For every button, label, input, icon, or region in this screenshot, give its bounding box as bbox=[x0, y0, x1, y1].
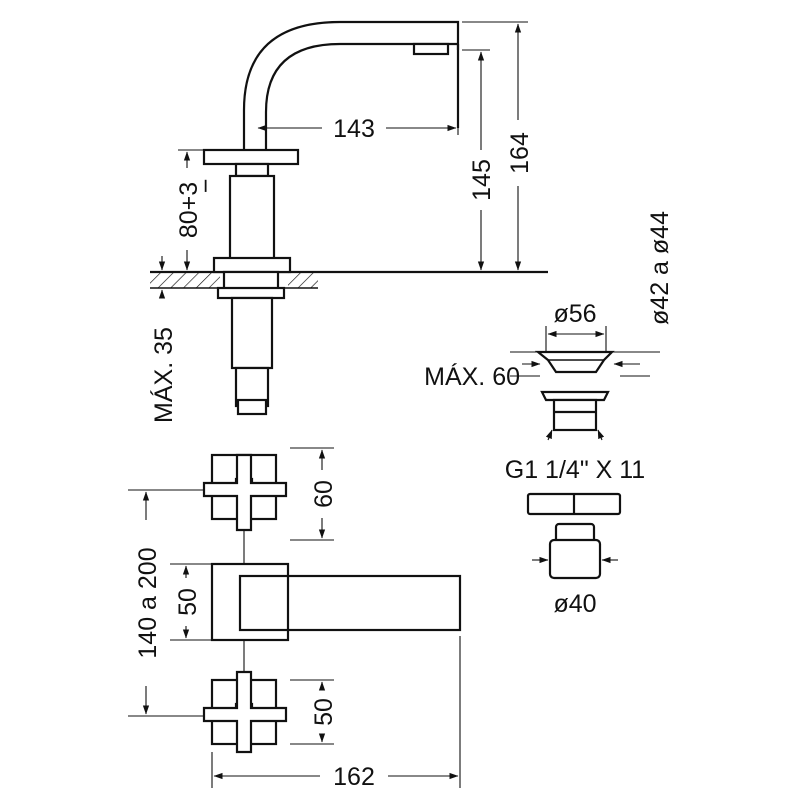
aerator bbox=[412, 42, 450, 56]
top-handle-cross bbox=[202, 453, 288, 532]
dim-thread-label: G1 1/4" X 11 bbox=[505, 456, 645, 484]
side-connector bbox=[236, 398, 268, 416]
dim-60-label: 60 bbox=[310, 480, 338, 508]
dim-40-label: ø40 bbox=[553, 590, 596, 618]
side-view: 143 145 164 80+3 − MÁX. 35 bbox=[149, 20, 548, 423]
dim-80-tolerance-sign: − bbox=[192, 179, 220, 194]
dim-145-label: 145 bbox=[468, 159, 496, 201]
dim-max60-label: MÁX. 60 bbox=[424, 362, 520, 391]
drain-body bbox=[552, 398, 598, 432]
top-view: 60 140 a 200 50 50 162 bbox=[128, 447, 462, 791]
countertop-hatch-left bbox=[150, 272, 220, 288]
dim-80-label: 80+3 bbox=[175, 182, 203, 238]
dim-56-label: ø56 bbox=[553, 300, 596, 328]
drain-button-body bbox=[548, 538, 602, 580]
dim-143-label: 143 bbox=[333, 115, 375, 143]
dim-42-44-label: ø42 a ø44 bbox=[646, 211, 674, 325]
side-base bbox=[212, 256, 292, 274]
spout-outline bbox=[242, 20, 460, 150]
dim-50-handle-label: 50 bbox=[310, 698, 338, 726]
drain-flange bbox=[540, 390, 610, 402]
dim-max35-label: MÁX. 35 bbox=[149, 327, 178, 423]
dim-50-spout-label: 50 bbox=[174, 588, 202, 616]
dim-162-label: 162 bbox=[333, 763, 375, 791]
side-stem-body bbox=[228, 174, 276, 262]
dim-140-200-label: 140 a 200 bbox=[134, 547, 162, 658]
pop-up-drain: ø56 ø42 a ø44 MÁX. 60 G1 1/4" X 11 ø40 bbox=[424, 211, 674, 618]
side-locknut bbox=[216, 286, 286, 300]
bottom-handle-cross bbox=[202, 670, 288, 754]
top-spout-arm bbox=[238, 574, 462, 632]
dim-164-label: 164 bbox=[506, 132, 534, 174]
spout-inner-outline bbox=[264, 42, 458, 150]
countertop-hatch-right bbox=[288, 272, 318, 288]
drain-cap bbox=[534, 350, 615, 374]
side-shank bbox=[230, 296, 274, 370]
side-handle-bar bbox=[202, 148, 300, 166]
